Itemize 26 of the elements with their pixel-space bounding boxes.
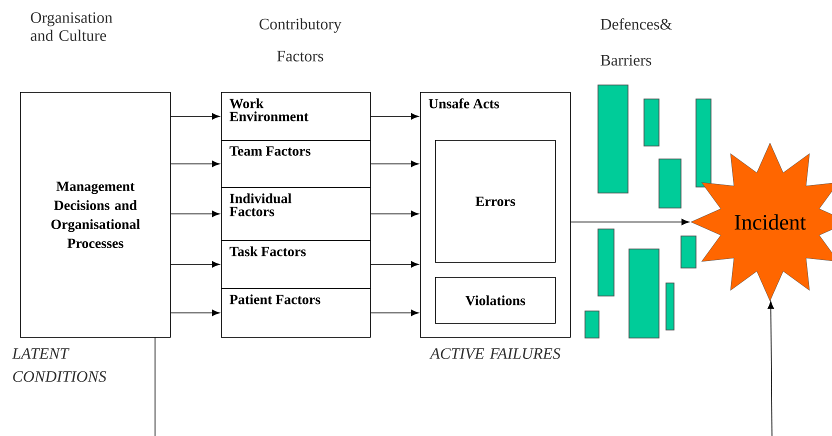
text-box: Errors (435, 140, 556, 263)
heading-text: Contributory Factors (260, 18, 342, 62)
heading-text: ACTIVE FAILURES (429, 348, 560, 360)
arrow (768, 301, 774, 436)
text-box: Violations (435, 277, 556, 324)
arrow (170, 210, 220, 218)
factor-box: Task Factors (221, 240, 371, 289)
arrow (170, 310, 220, 316)
heading-text: Defences& Barriers (600, 18, 672, 66)
arrow (170, 261, 220, 268)
process-box: Management Decisions and Organisational Processes (20, 92, 171, 338)
arrow (370, 310, 419, 316)
factor-box: Work Environment (221, 92, 371, 141)
arrow (370, 261, 419, 268)
line (154, 337, 156, 436)
factor-box: Individual Factors (221, 187, 371, 241)
arrow (170, 113, 220, 120)
arrow (170, 160, 220, 168)
arrow (370, 113, 419, 120)
factor-box: Team Factors (221, 140, 371, 188)
factor-box: Patient Factors (221, 288, 371, 338)
arrow (570, 218, 690, 226)
heading-text: Organisation and Culture (30, 12, 112, 41)
incident-burst: Incident (690, 142, 832, 302)
arrow (370, 160, 419, 168)
arrow (370, 210, 419, 218)
